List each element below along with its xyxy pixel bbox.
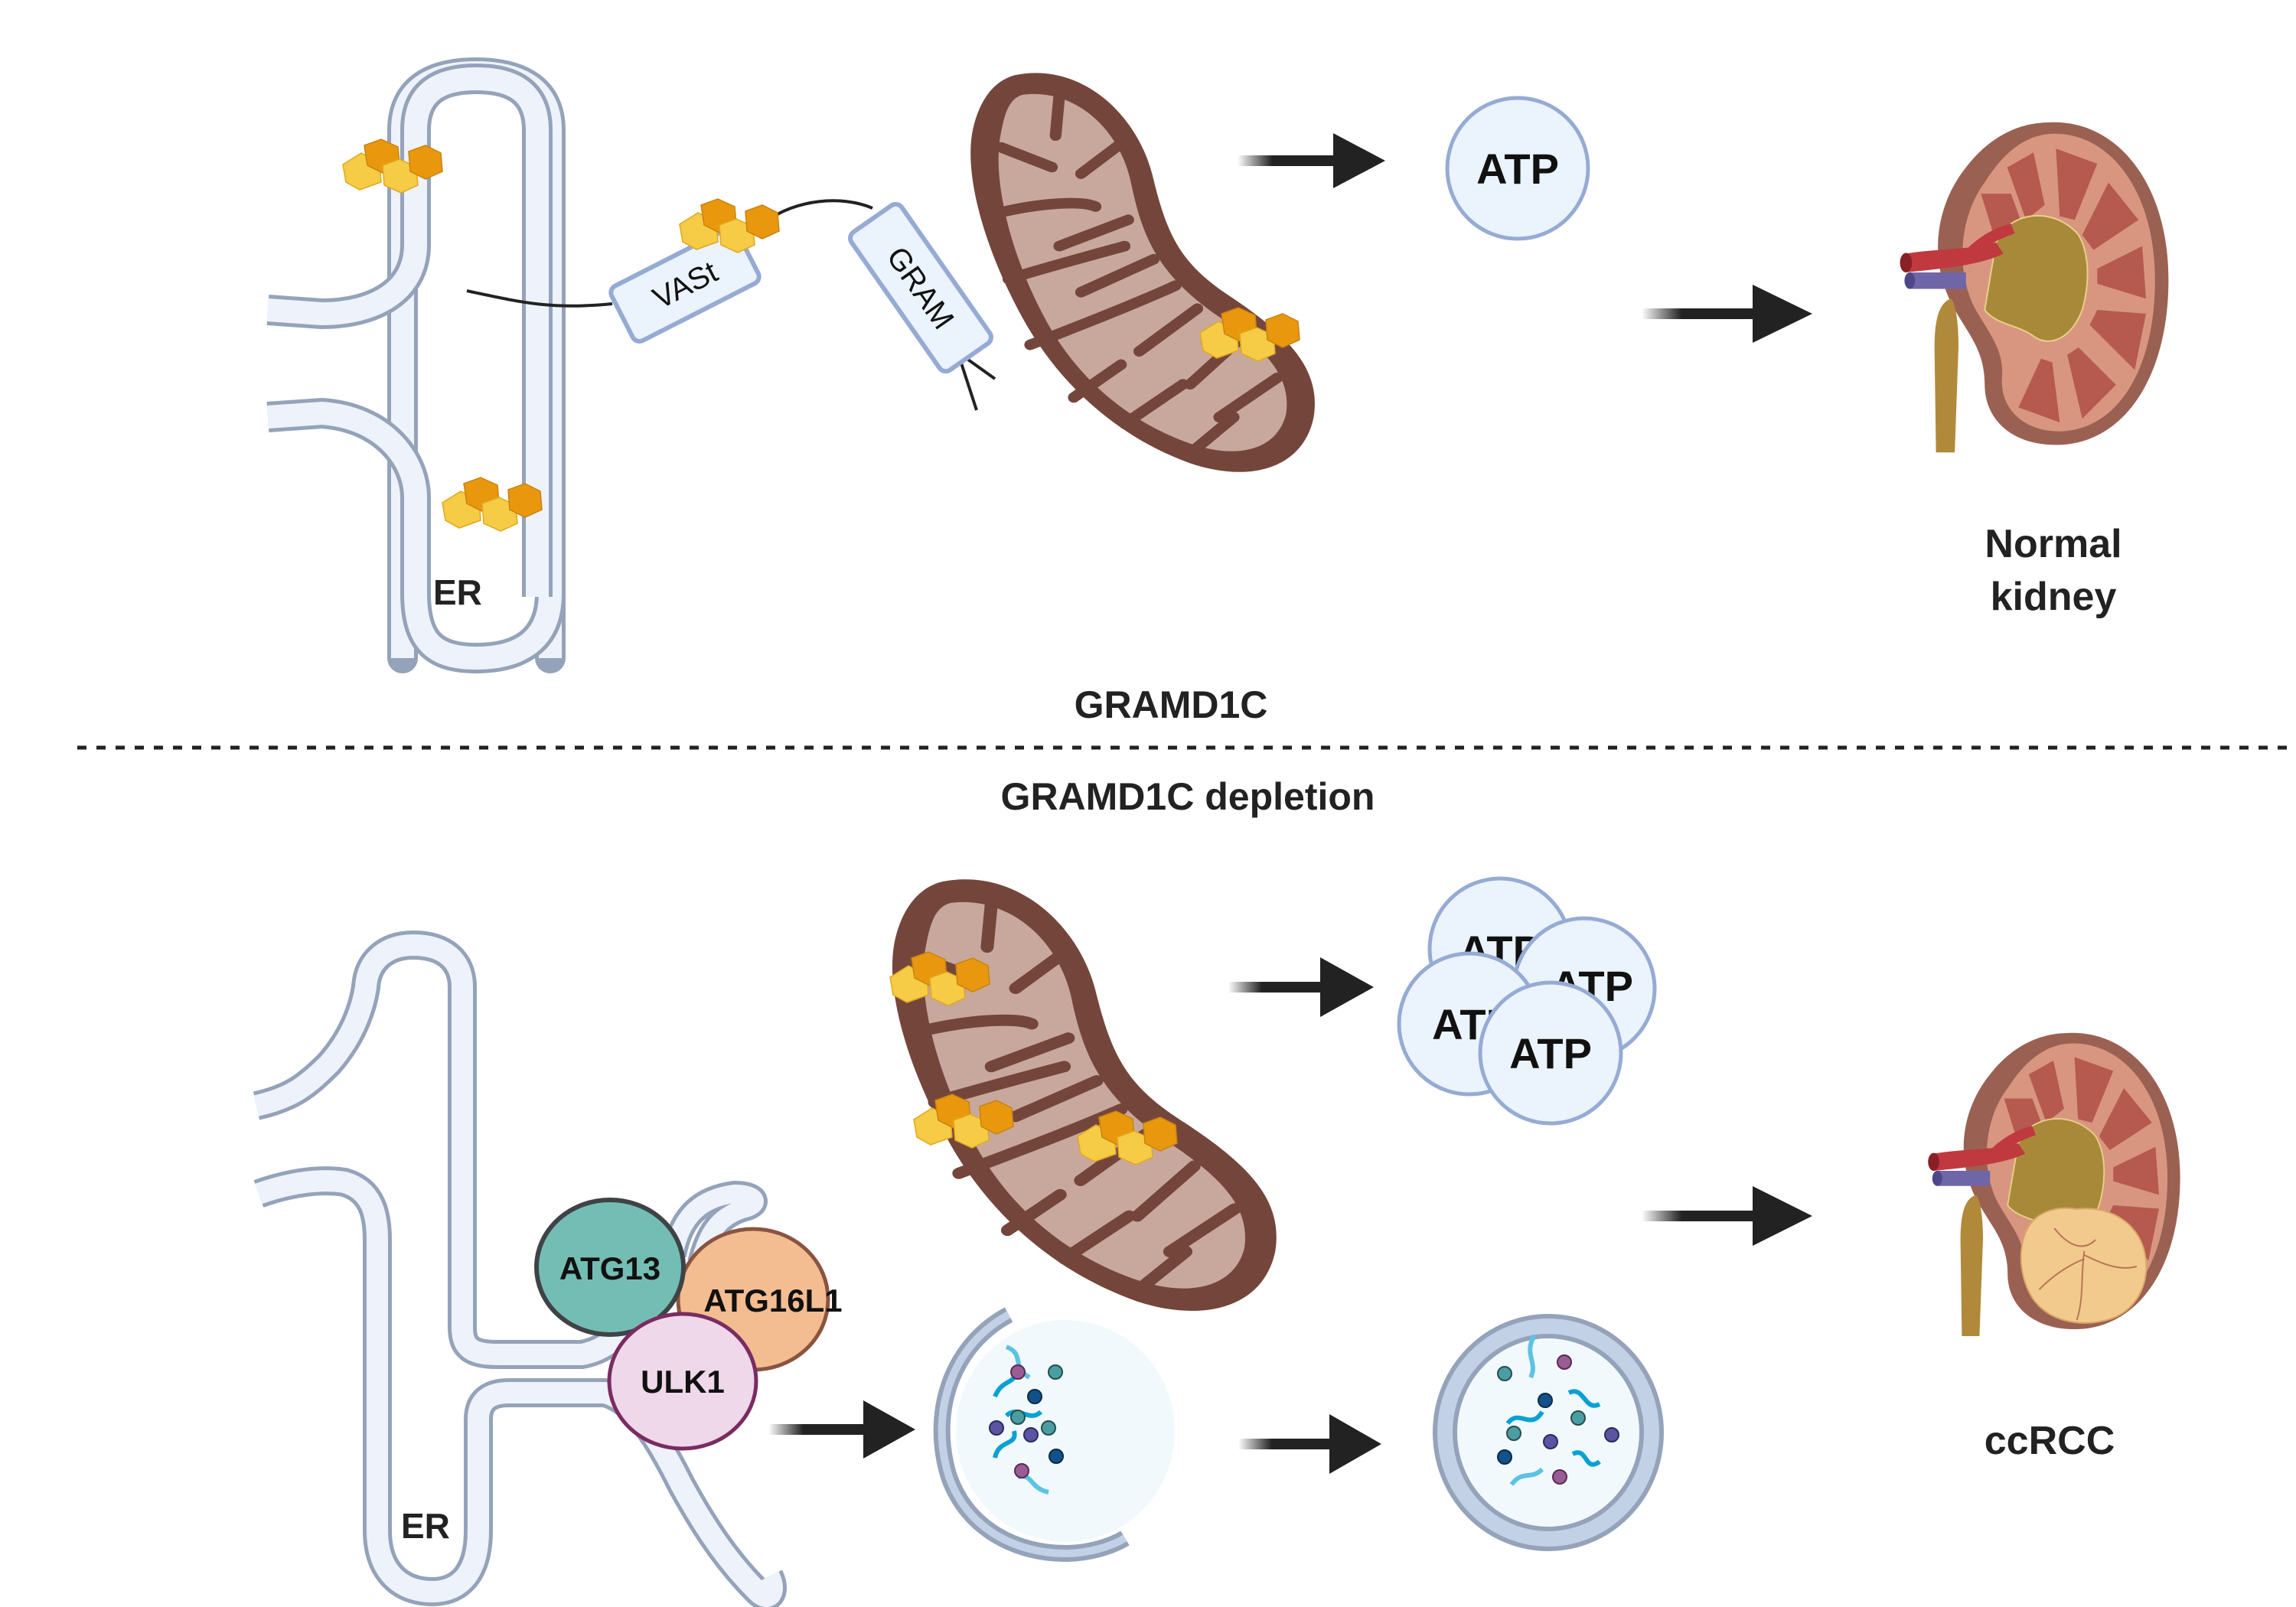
atp-molecule: ATP <box>1478 980 1623 1126</box>
condition-label-top: GRAMD1C <box>1075 683 1268 726</box>
bottom-panel: GRAMD1C depletion ER ATG16L1 ATG13 ULK1 <box>253 775 2181 1607</box>
top-panel: ER VASt GRAM ATP <box>266 57 2170 726</box>
atp-label: ATP <box>1509 1029 1592 1077</box>
tumor-icon <box>2020 1207 2148 1324</box>
mitochondrion-icon <box>970 73 1315 471</box>
cholesterol-icon <box>679 198 780 253</box>
phagophore <box>933 1307 1175 1563</box>
arrow-icon <box>1238 133 1385 188</box>
arrow-icon <box>768 1400 915 1459</box>
er-membrane-top <box>266 57 566 674</box>
atg13-protein: ATG13 <box>534 1198 686 1337</box>
gram-domain: GRAM <box>848 201 993 374</box>
ccrcc-label: ccRCC <box>1985 1419 2115 1463</box>
cargo-icons <box>1497 1334 1619 1486</box>
arrow-icon <box>1228 957 1374 1017</box>
atg16l1-label: ATG16L1 <box>703 1283 842 1319</box>
atp-cluster: ATP ATP ATP ATP <box>1397 876 1657 1126</box>
vast-domain: VASt <box>608 226 762 344</box>
ulk1-protein: ULK1 <box>607 1312 758 1451</box>
arrow-icon <box>1238 1414 1381 1474</box>
condition-label-bottom: GRAMD1C depletion <box>1001 775 1375 818</box>
er-label-bottom: ER <box>401 1506 450 1546</box>
arrow-icon <box>1642 285 1812 343</box>
autolysosome <box>1433 1314 1664 1551</box>
normal-kidney-label-line2: kidney <box>1991 575 2117 619</box>
atp-label: ATP <box>1476 145 1559 193</box>
arrow-icon <box>1642 1186 1812 1246</box>
atg13-label: ATG13 <box>559 1250 660 1286</box>
cargo-icons <box>989 1345 1064 1495</box>
normal-kidney-label-line1: Normal <box>1985 522 2122 566</box>
er-membrane-bottom <box>253 930 787 1607</box>
er-label-top: ER <box>433 572 482 612</box>
ulk1-label: ULK1 <box>641 1364 725 1400</box>
atp-molecule: ATP <box>1445 96 1590 241</box>
normal-kidney-icon <box>1899 121 2170 454</box>
